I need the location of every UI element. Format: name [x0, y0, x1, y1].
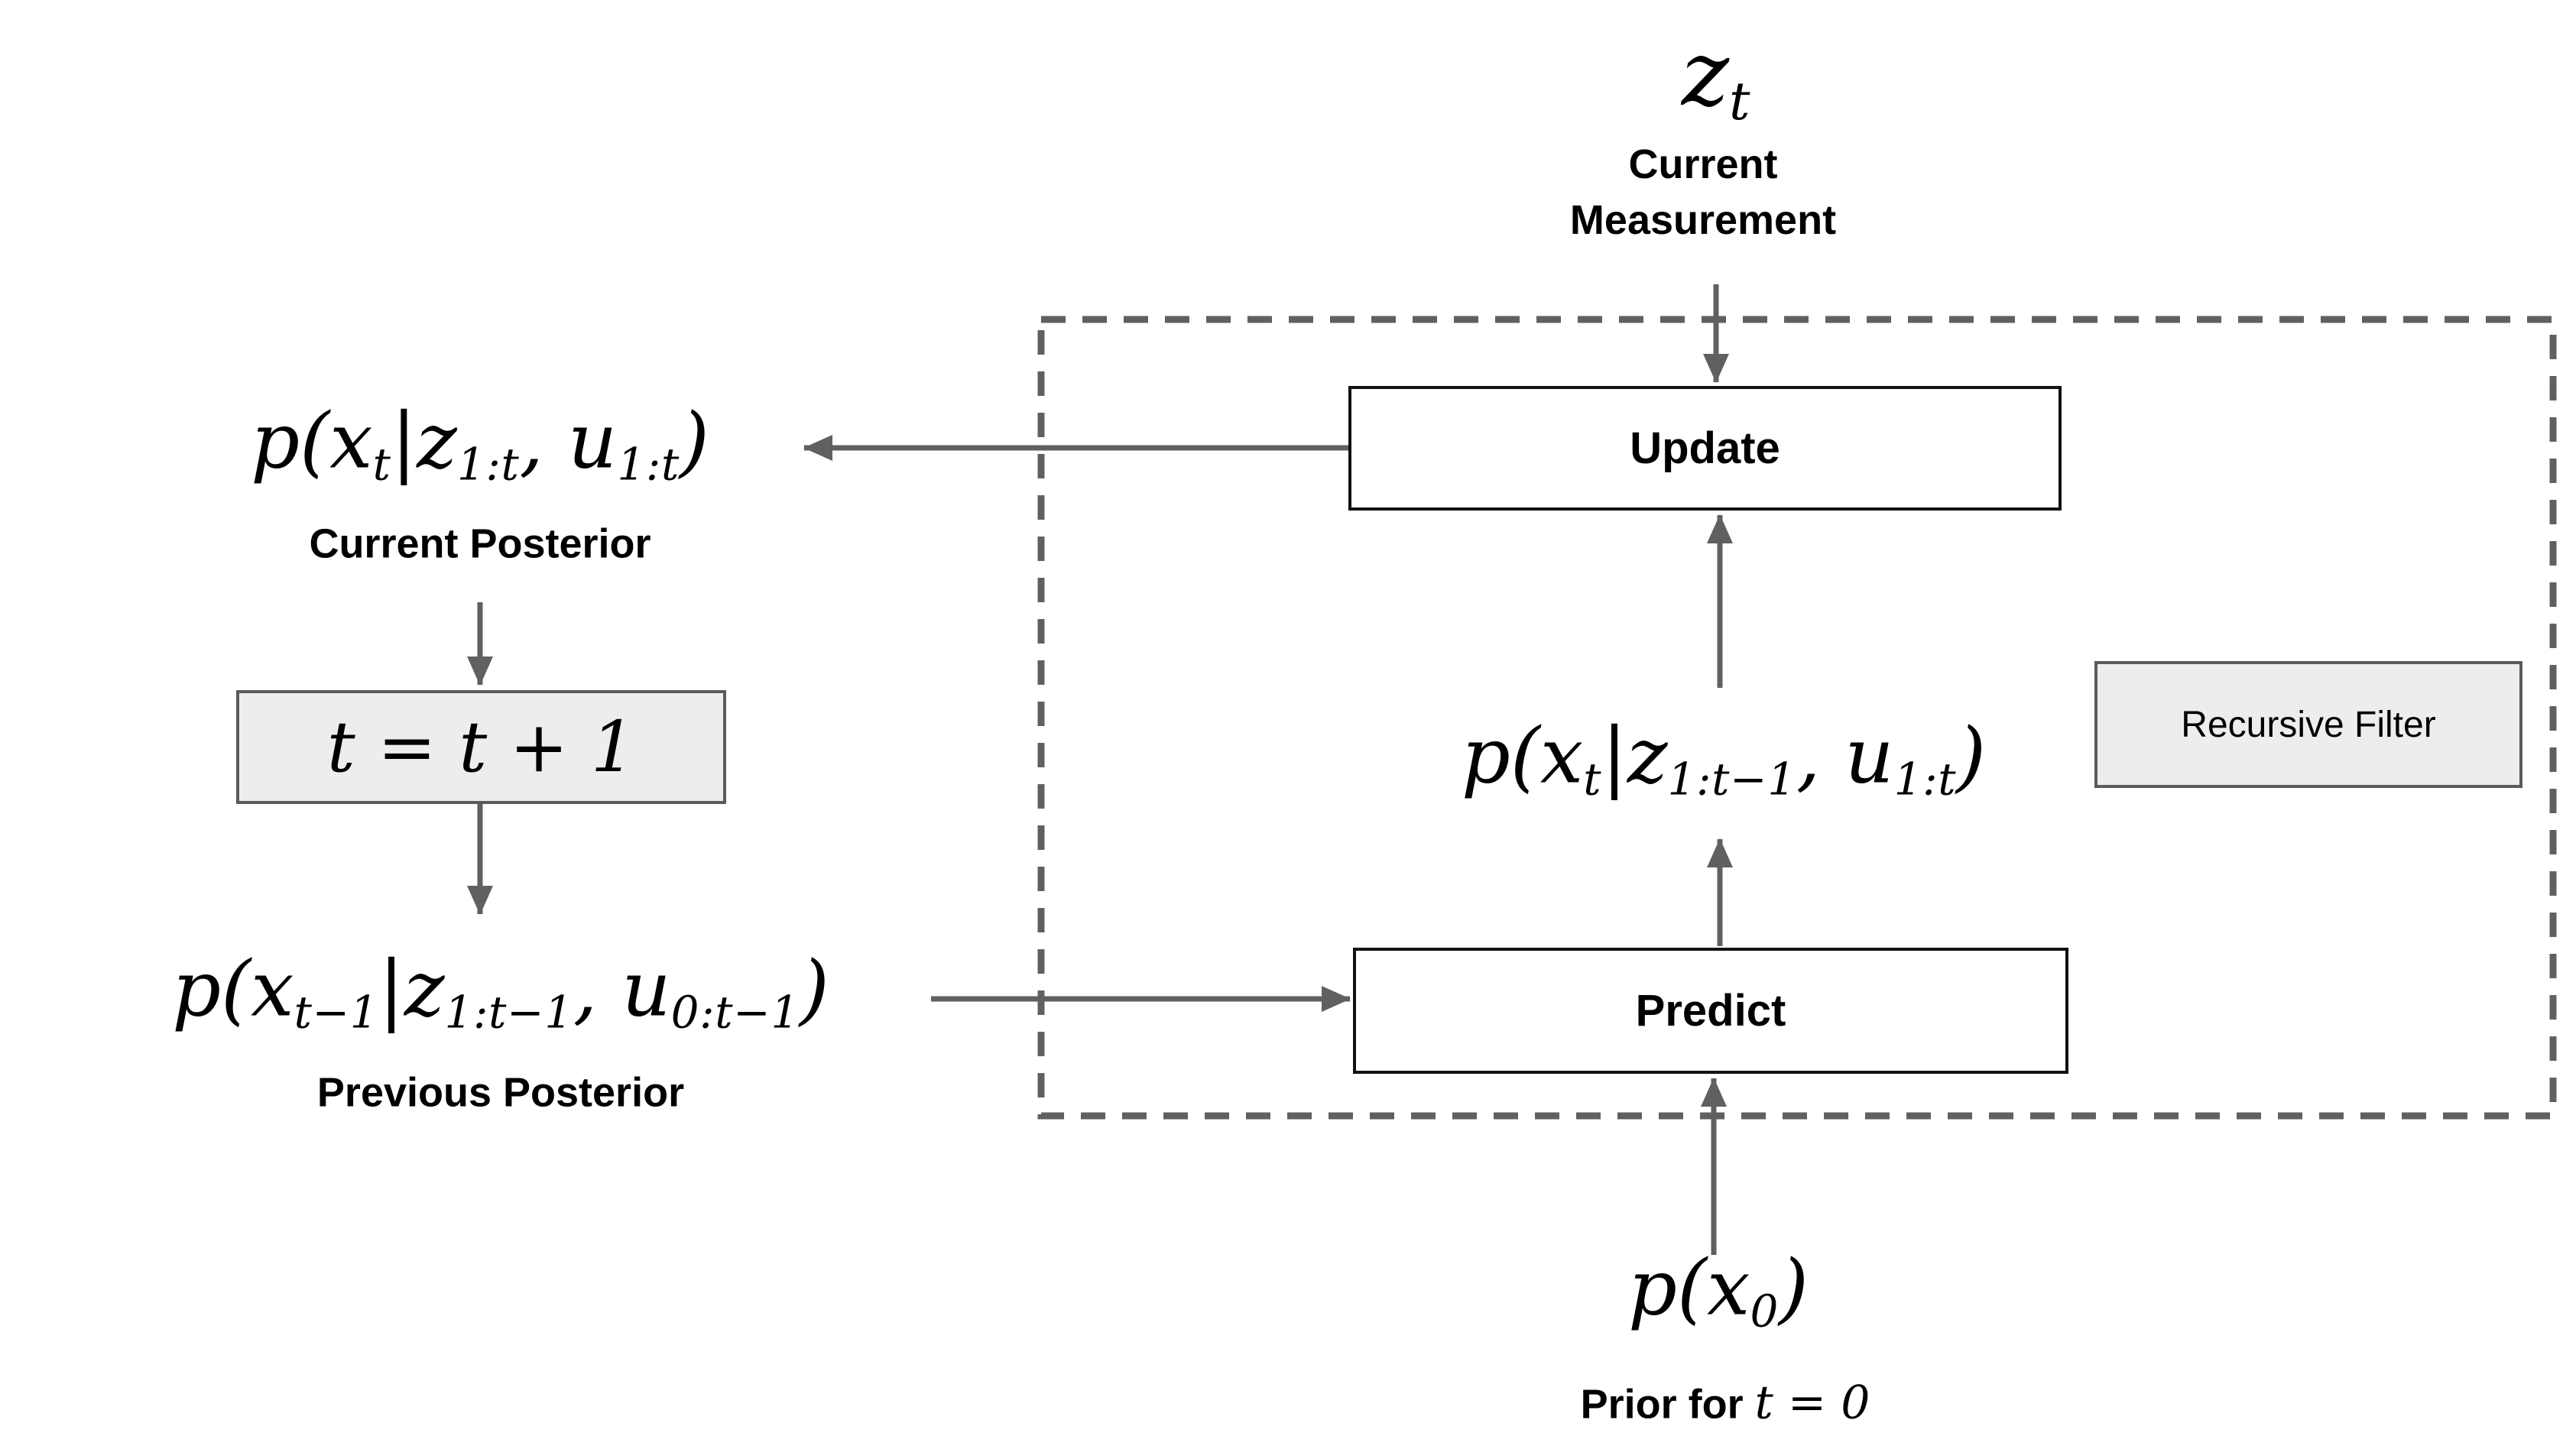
time-update-box: t = t + 1 — [236, 690, 726, 804]
measurement-label-line1: Current — [1628, 141, 1778, 188]
current-posterior-formula: p(xt|z1:t, u1:t) — [251, 396, 709, 491]
measurement-label: Current Measurement — [1570, 137, 1836, 248]
previous-posterior-label-text: Previous Posterior — [316, 1069, 685, 1116]
prior-label-text: Prior for — [1580, 1381, 1755, 1428]
prior-label: Prior for t = 0 — [1581, 1373, 1870, 1435]
predict-box-label: Predict — [1635, 986, 1786, 1036]
measurement-label-line2: Measurement — [1569, 197, 1837, 243]
previous-posterior-formula: p(xt−1|z1:t−1, u0:t−1) — [172, 944, 829, 1039]
recursive-filter-boundary — [1037, 316, 2557, 1120]
prior-formula: p(x0) — [1628, 1243, 1809, 1337]
recursive-filter-label-box: Recursive Filter — [2094, 661, 2522, 788]
time-update-formula: t = t + 1 — [326, 706, 636, 788]
measurement-symbol: zt — [1681, 20, 1751, 133]
recursive-filter-label: Recursive Filter — [2181, 704, 2436, 745]
previous-posterior-label: Previous Posterior — [317, 1065, 684, 1121]
current-posterior-label-text: Current Posterior — [309, 520, 651, 567]
current-posterior-label: Current Posterior — [309, 517, 650, 572]
update-box: Update — [1348, 386, 2062, 511]
prior-label-math: t = 0 — [1754, 1376, 1870, 1430]
predict-box: Predict — [1353, 948, 2068, 1074]
update-box-label: Update — [1630, 423, 1780, 473]
predicted-belief-formula: p(xt|z1:t−1, u1:t) — [1461, 711, 1987, 806]
